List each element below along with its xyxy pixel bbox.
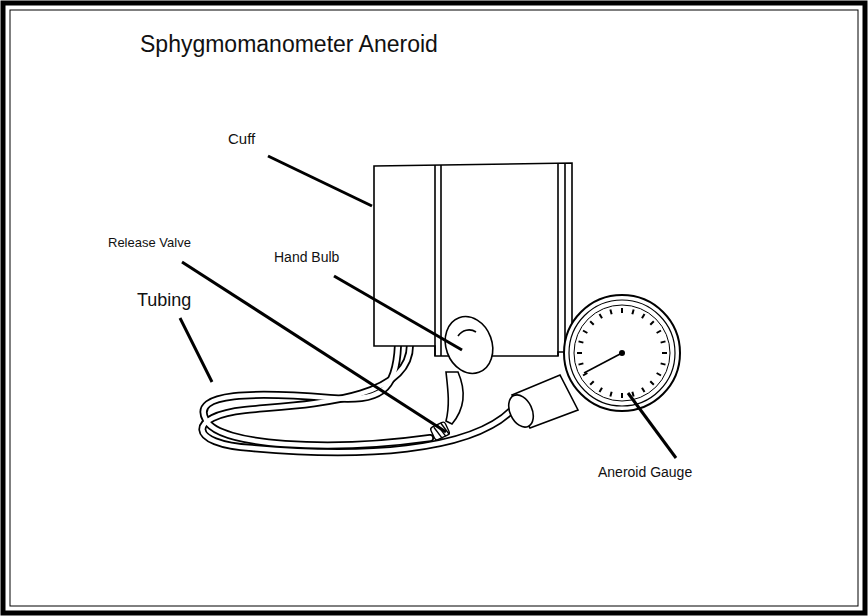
gauge-tick [610,310,611,315]
part-label: Cuff [228,131,255,148]
gauge-tick [583,331,587,334]
gauge-tick [577,352,582,354]
gauge-tick [621,308,623,313]
gauge-tick [610,392,611,397]
gauge-tick [657,373,661,376]
gauge-tick [600,314,603,318]
part-label: Release Valve [108,236,191,250]
gauge-tick [642,314,645,318]
gauge-tick [583,373,587,376]
outer-frame [3,3,865,613]
gauge-tick [632,310,633,315]
part-label: Tubing [137,291,191,311]
gauge-tick [657,331,661,334]
gauge-tick [590,381,594,385]
gauge-tick [661,363,666,364]
inner-frame [10,10,858,606]
gauge-tick [632,392,633,397]
aneroid-gauge [564,295,680,411]
gauge-tick [600,388,603,392]
hand-bulb [437,310,500,424]
gauge-tick [650,381,654,385]
gauge-tick [661,341,666,342]
leader-line [180,318,212,382]
gauge-stem [504,375,578,431]
gauge-tick [579,341,584,342]
leader-line [628,393,676,458]
leader-line [334,276,462,350]
gauge-tick [642,388,645,392]
part-label: Hand Bulb [274,250,339,265]
gauge-tick [650,321,654,325]
gauge-tick [579,363,584,364]
leader-line [268,156,372,206]
gauge-tick [590,321,594,325]
gauge-tick [662,352,667,354]
leader-lines [180,156,676,458]
part-label: Aneroid Gauge [598,465,692,480]
leader-line [182,262,446,432]
diagram-title: Sphygmomanometer Aneroid [140,32,438,57]
gauge-tick [621,393,623,398]
